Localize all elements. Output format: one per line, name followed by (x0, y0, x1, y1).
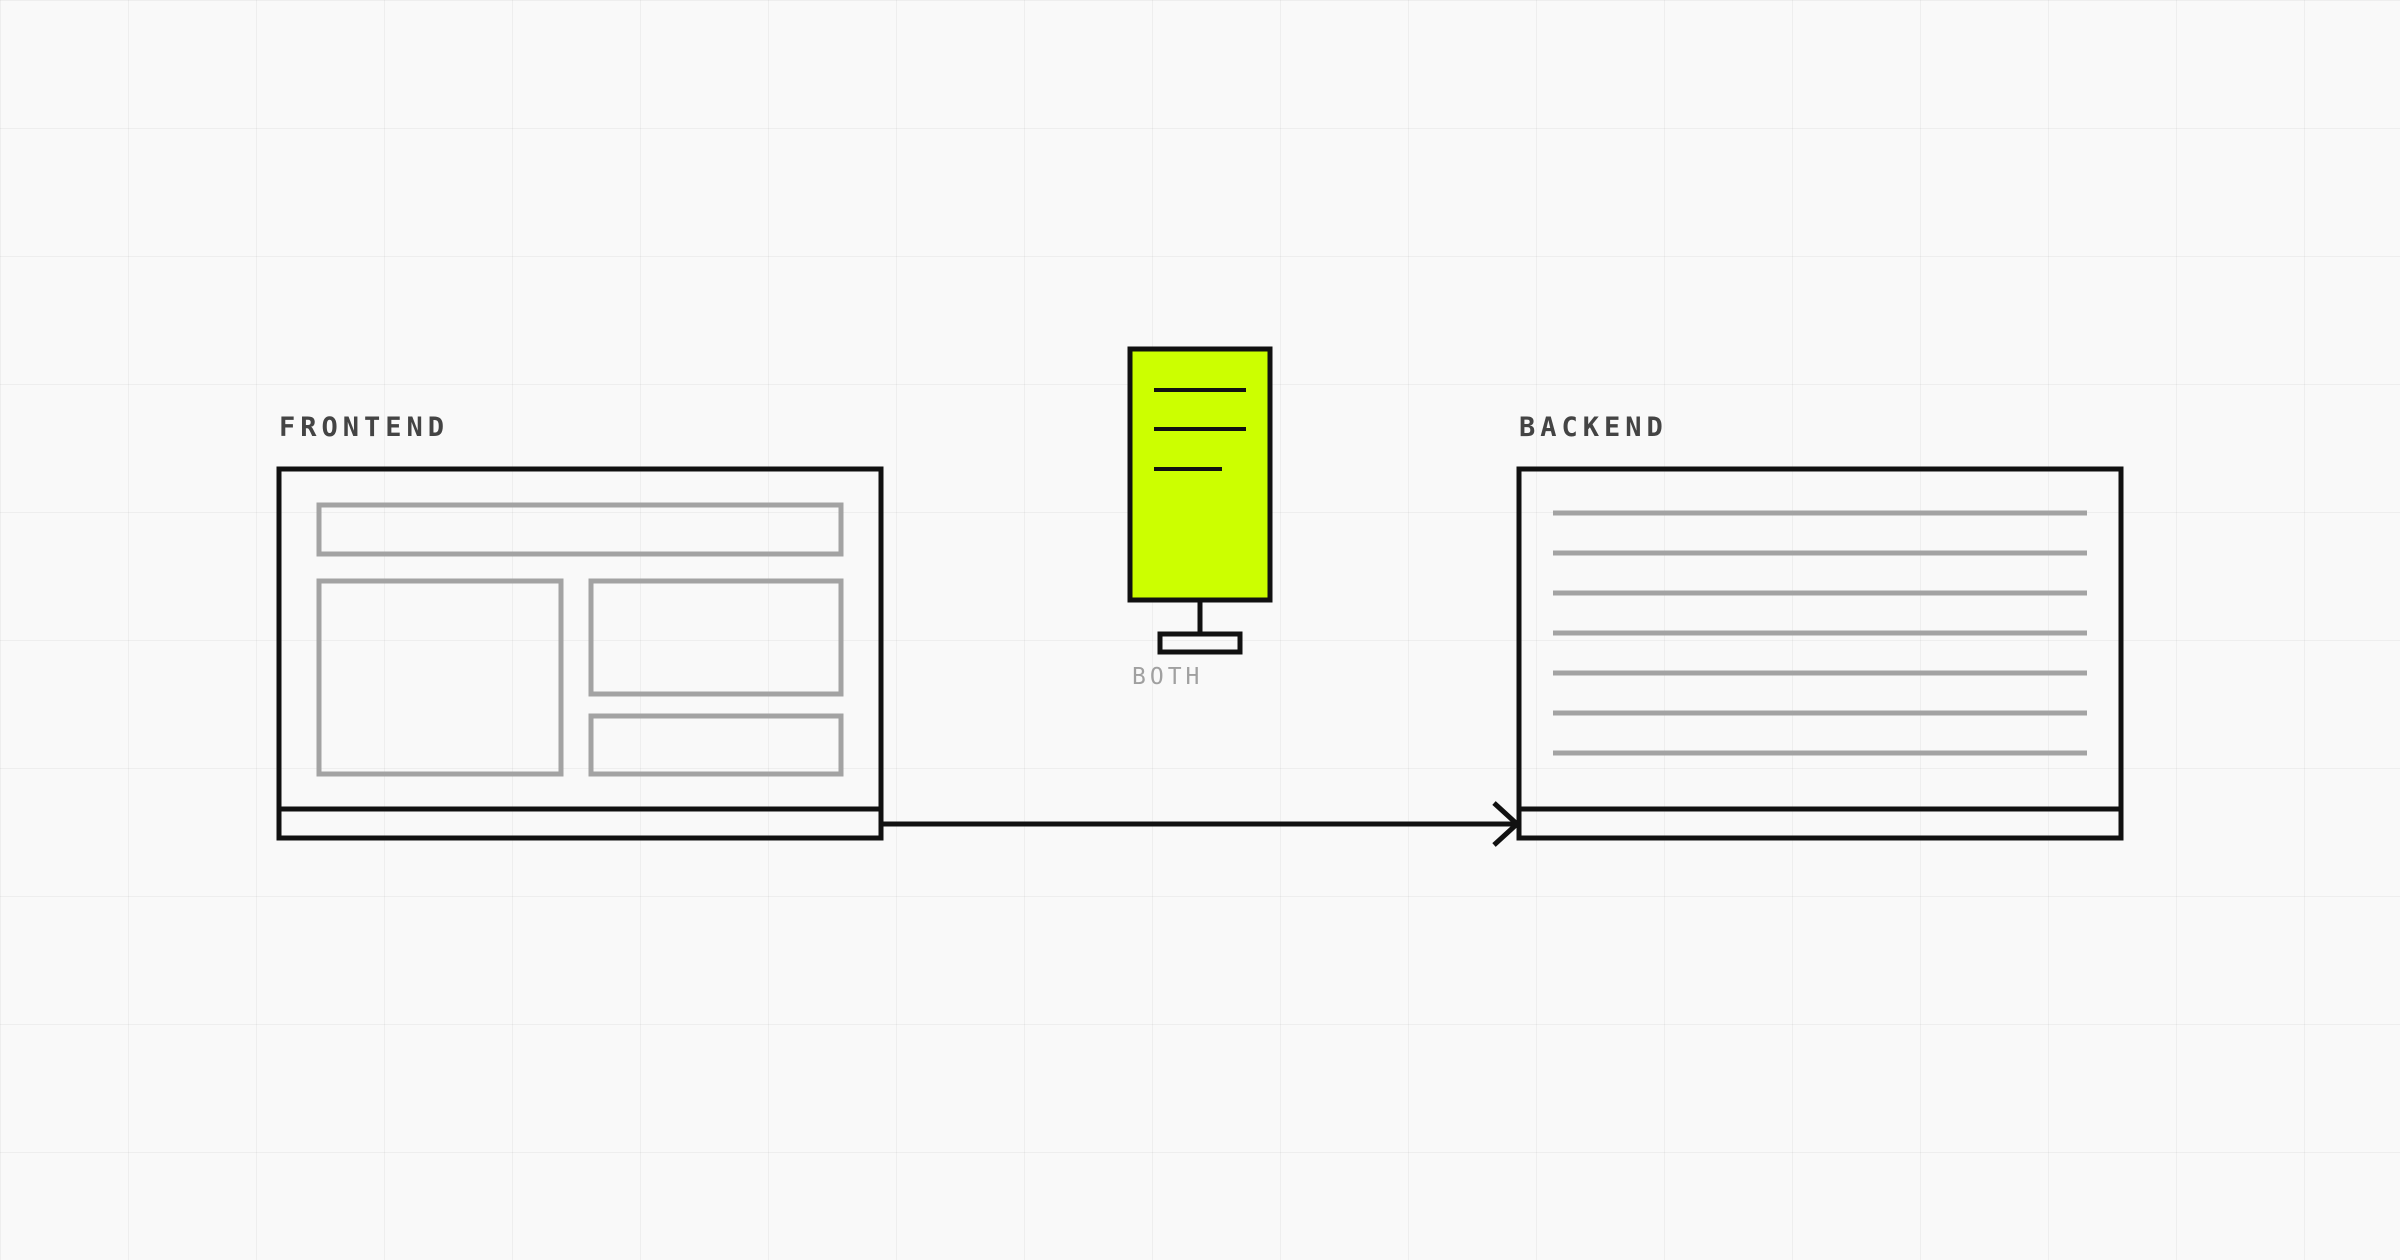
backend-label: BACKEND (1519, 412, 1668, 443)
server-tower-base (1157, 631, 1243, 655)
frontend-content-block-top-right (588, 578, 844, 697)
edge-frontend-to-backend (881, 801, 1521, 847)
server-tower-body (1127, 346, 1273, 603)
frontend-node[interactable] (276, 466, 884, 841)
frontend-window-frame (276, 466, 884, 841)
both-label: BOTH (1132, 664, 1204, 690)
frontend-label: FRONTEND (279, 412, 450, 443)
backend-node[interactable] (1516, 466, 2124, 841)
frontend-header-block (316, 502, 844, 557)
backend-window-frame (1516, 466, 2124, 841)
both-node[interactable] (1127, 346, 1273, 655)
frontend-content-block-bottom-right (588, 713, 844, 777)
frontend-content-block-large (316, 578, 564, 777)
